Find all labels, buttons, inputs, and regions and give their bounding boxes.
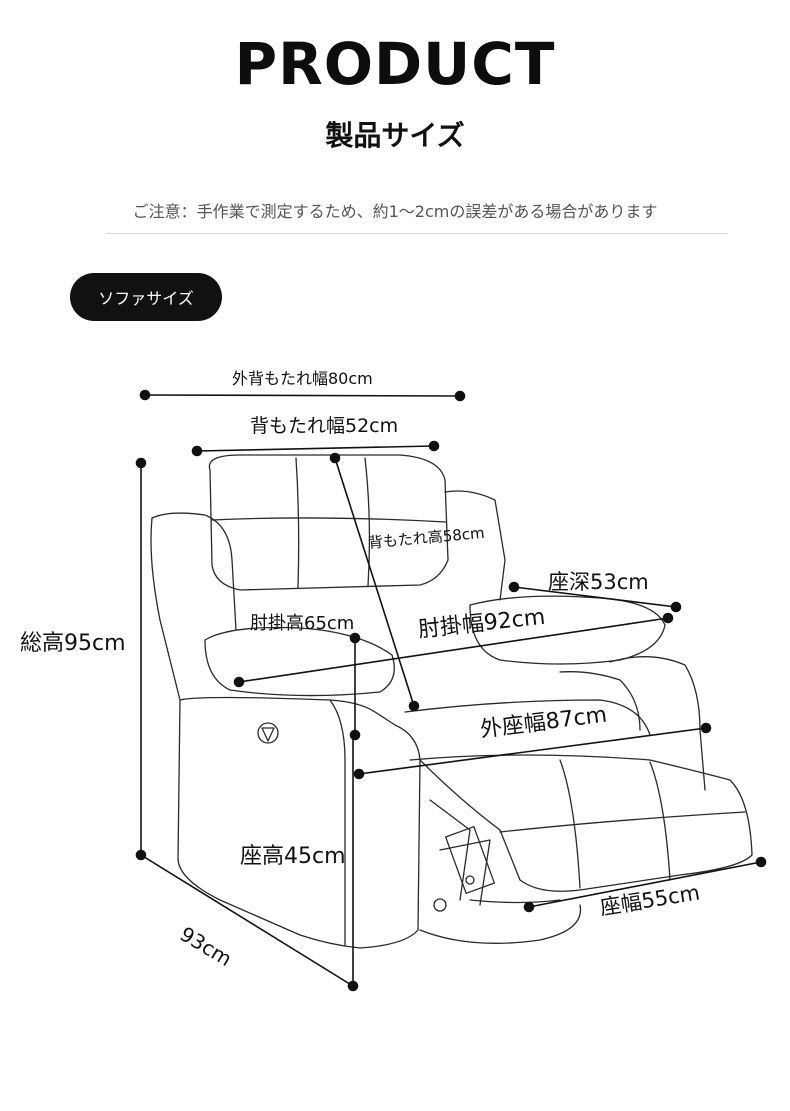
arm-width-dot-left <box>233 676 245 688</box>
page-title: PRODUCT <box>234 30 556 98</box>
back-height-dot-bottom <box>408 700 420 712</box>
divider <box>106 233 728 234</box>
seat-depth-label: 座深53cm <box>548 570 649 594</box>
depth-line <box>140 854 354 987</box>
measurement-notice: ご注意：手作業で測定するため、約1〜2cmの誤差がある場合があります <box>132 202 658 221</box>
sofa-size-badge-label: ソファサイズ <box>98 289 194 308</box>
outer-back-width-label: 外背もたれ幅80cm <box>232 369 373 388</box>
back-width-dot-right <box>428 440 440 452</box>
outer-back-width-dot-right <box>454 390 466 402</box>
seat-height-label: 座高45cm <box>240 844 346 869</box>
back-height-line <box>334 457 415 707</box>
total-height-dot-top <box>135 457 147 469</box>
dimension-lines <box>135 389 767 992</box>
outer-seat-width-dot-left <box>353 768 365 780</box>
outer-seat-width-dot-right <box>700 722 712 734</box>
seat-depth-dot-left <box>508 581 520 593</box>
seat-width-dot-right <box>755 856 767 868</box>
outer-back-width-dot-left <box>139 389 151 401</box>
arm-height-dot-top <box>349 632 361 644</box>
back-width-line <box>196 445 435 452</box>
page-subtitle: 製品サイズ <box>325 119 465 152</box>
arm-height-dot-bottom <box>349 729 361 741</box>
back-width-dot-left <box>191 445 203 457</box>
arm-width-dot-right <box>662 612 674 624</box>
seat-width-line <box>528 861 762 908</box>
back-width-label: 背もたれ幅52cm <box>250 415 399 437</box>
back-height-dot-top <box>329 452 341 464</box>
seat-depth-dot-right <box>670 601 682 613</box>
sofa-size-badge: ソファサイズ <box>70 273 222 321</box>
outer-back-width-line <box>144 394 461 397</box>
arm-height-label: 肘掛高65cm <box>250 613 355 634</box>
seat-depth-line <box>513 586 677 608</box>
total-height-label: 総高95cm <box>20 631 126 656</box>
outer-seat-width-line <box>358 727 707 775</box>
seat-width-dot-left <box>523 901 535 913</box>
arm-width-line <box>238 617 669 683</box>
recliner-sketch <box>150 454 753 949</box>
